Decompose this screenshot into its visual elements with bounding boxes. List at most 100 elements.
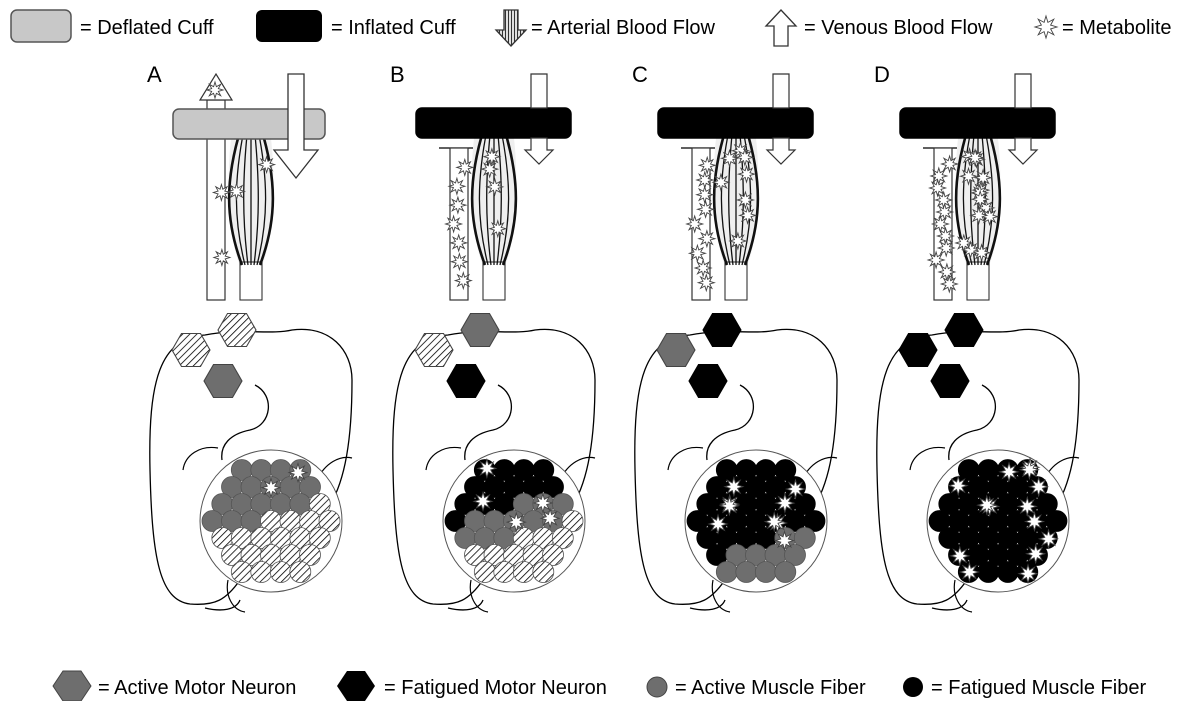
metabolite-star [1020,461,1038,479]
active-motor-neuron-label: = Active Motor Neuron [98,677,296,699]
panel-label: B [390,62,405,87]
legend-fatigued-motor-neuron: = Fatigued Motor Neuron [337,671,607,701]
metabolite-star [740,207,756,223]
inflated-cuff-swatch [256,10,322,42]
muscle-fiber-resting [251,562,272,583]
metabolite-star [229,183,245,199]
legend-active-motor-neuron: = Active Motor Neuron [53,671,296,701]
legend-bottom: = Active Motor Neuron = Fatigued Motor N… [53,671,1146,701]
metabolite-star [967,150,983,166]
deflated-cuff-label: = Deflated Cuff [80,17,214,39]
metabolite-star [722,150,738,166]
panel-d: D [874,62,1079,612]
active-neuron-icon [53,671,91,701]
metabolite-star [1027,545,1045,563]
legend-top: = Deflated Cuff = Inflated Cuff = Arteri… [11,10,1172,46]
metabolite-star [490,221,506,237]
metabolite-star [455,273,471,289]
inflated-cuff-label: = Inflated Cuff [331,17,456,39]
motor-neuron-fatigued [899,334,937,367]
arterial-flow-label: = Arterial Blood Flow [531,17,716,39]
muscle-fiber-resting [513,562,534,583]
metabolite-star [960,563,978,581]
muscle-cross-section [426,447,595,612]
metabolite-star [939,264,955,280]
venous-arrow-icon [766,10,796,46]
muscle-fiber-resting [290,562,311,583]
metabolite-star [507,513,525,531]
muscle-cross-section [183,447,352,612]
muscle-fiber-fatigued [997,562,1018,583]
metabolite-star [928,252,944,268]
metabolite-star [478,459,496,477]
motor-neuron-active [204,365,242,398]
muscle-fiber-resting [494,562,515,583]
panel-label: A [147,62,162,87]
muscle-tendon [240,262,262,300]
fatigued-motor-neuron-label: = Fatigued Motor Neuron [384,677,607,699]
metabolite-star [484,149,500,165]
metabolite-star [1000,463,1018,481]
metabolite-star [737,192,753,208]
motor-neuron-resting [218,314,256,347]
metabolite-star [541,509,559,527]
motor-neuron-active [461,314,499,347]
muscle-fiber-fatigued [978,562,999,583]
metabolite-star [474,492,492,510]
metabolite-star [487,179,503,195]
metabolite-star [765,513,783,531]
metabolite-star [451,254,467,270]
metabolite-star [974,245,990,261]
motor-neuron-fatigued [931,365,969,398]
metabolite-star [1040,530,1058,548]
metabolite-star [1019,565,1037,583]
panel-b: B [390,62,595,612]
metabolite-star [482,161,498,177]
motor-neuron-fatigued [945,314,983,347]
muscle-fiber-resting [231,562,252,583]
metabolite-star [262,479,280,497]
metabolite-star [942,156,958,172]
metabolite-star [776,532,794,550]
muscle-cross-section [668,447,837,612]
motor-neuron-fatigued [689,365,727,398]
metabolite-star [449,178,465,194]
metabolite-star [949,477,967,495]
panel-c: C [632,62,837,612]
metabolite-star-icon [1035,16,1057,38]
metabolite-star [207,82,223,98]
panel-a: A [147,62,352,612]
metabolite-star [713,174,729,190]
muscle-tendon [725,262,747,300]
muscle-fiber-active [716,562,737,583]
fatigued-fiber-icon [903,677,923,697]
metabolite-star [1030,478,1048,496]
metabolite-star [730,233,746,249]
muscle-fiber-active [755,562,776,583]
metabolite-star [978,496,996,514]
metabolite-star [937,204,953,220]
legend-venous-flow: = Venous Blood Flow [766,10,993,46]
metabolite-star [737,149,753,165]
muscle-tendon [483,262,505,300]
metabolite-star [699,157,715,173]
muscle-fiber-resting [533,562,554,583]
metabolite-star [972,191,988,207]
legend-active-muscle-fiber: = Active Muscle Fiber [647,677,866,699]
metabolite-star [698,275,714,291]
motor-neuron-resting [415,334,453,367]
inflated-cuff [416,108,571,138]
deflated-cuff-swatch [11,10,71,42]
metabolite-star [450,197,466,213]
motor-neuron-resting [172,334,210,367]
legend-fatigued-muscle-fiber: = Fatigued Muscle Fiber [903,677,1146,699]
active-muscle-fiber-label: = Active Muscle Fiber [675,677,866,699]
motor-neuron-fatigued [703,314,741,347]
inflated-cuff [900,108,1055,138]
metabolite-star [975,170,991,186]
metabolite-star [289,464,307,482]
muscle-fiber-resting [270,562,291,583]
metabolite-star [956,235,972,251]
metabolite-star [961,168,977,184]
